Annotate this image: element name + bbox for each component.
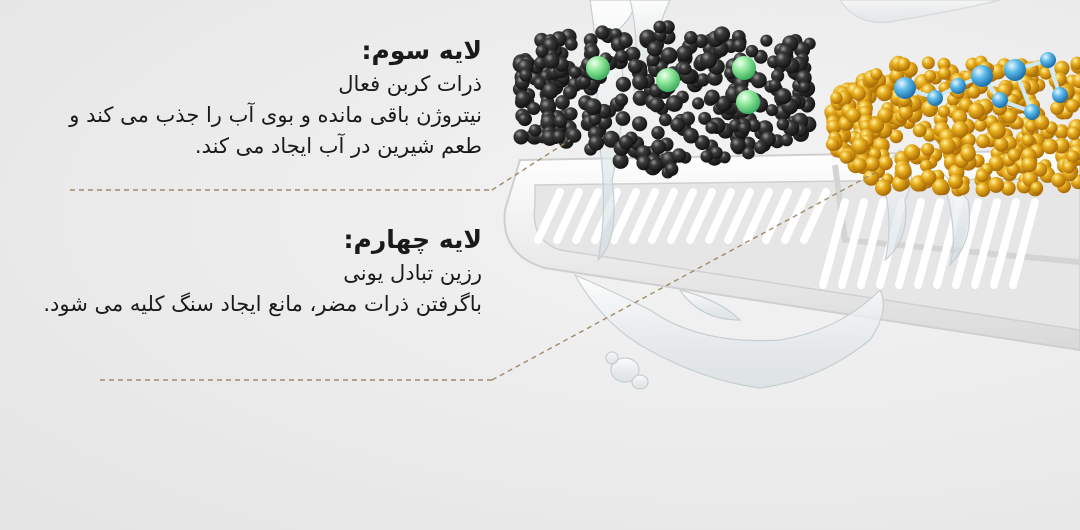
- activated-carbon-granules-icon: [512, 20, 817, 179]
- layer-3-subtitle: ذرات کربن فعال: [338, 72, 482, 96]
- layer-3-text: لایه سوم: ذرات کربن فعال نیتروژن باقی ما…: [22, 33, 482, 162]
- layer-4-description: باگرفتن ذرات مضر، مانع ایجاد سنگ کلیه می…: [43, 292, 482, 316]
- layer-4-title: لایه چهارم:: [343, 225, 483, 254]
- ion-exchange-resin-icon: [824, 52, 1080, 197]
- layer-4-subtitle: رزین تبادل یونی: [343, 261, 482, 285]
- filter-tray-icon: [503, 148, 1080, 352]
- layer-3-title: لایه سوم:: [361, 36, 482, 65]
- leader-line-layer-4-diagonal: [491, 169, 881, 381]
- leader-line-layer-3-diagonal: [491, 139, 571, 191]
- layer-4-text: لایه چهارم: رزین تبادل یونی باگرفتن ذرات…: [22, 222, 482, 320]
- layer-3-description: نیتروژن باقی مانده و بوی آب را جذب می کن…: [69, 103, 482, 158]
